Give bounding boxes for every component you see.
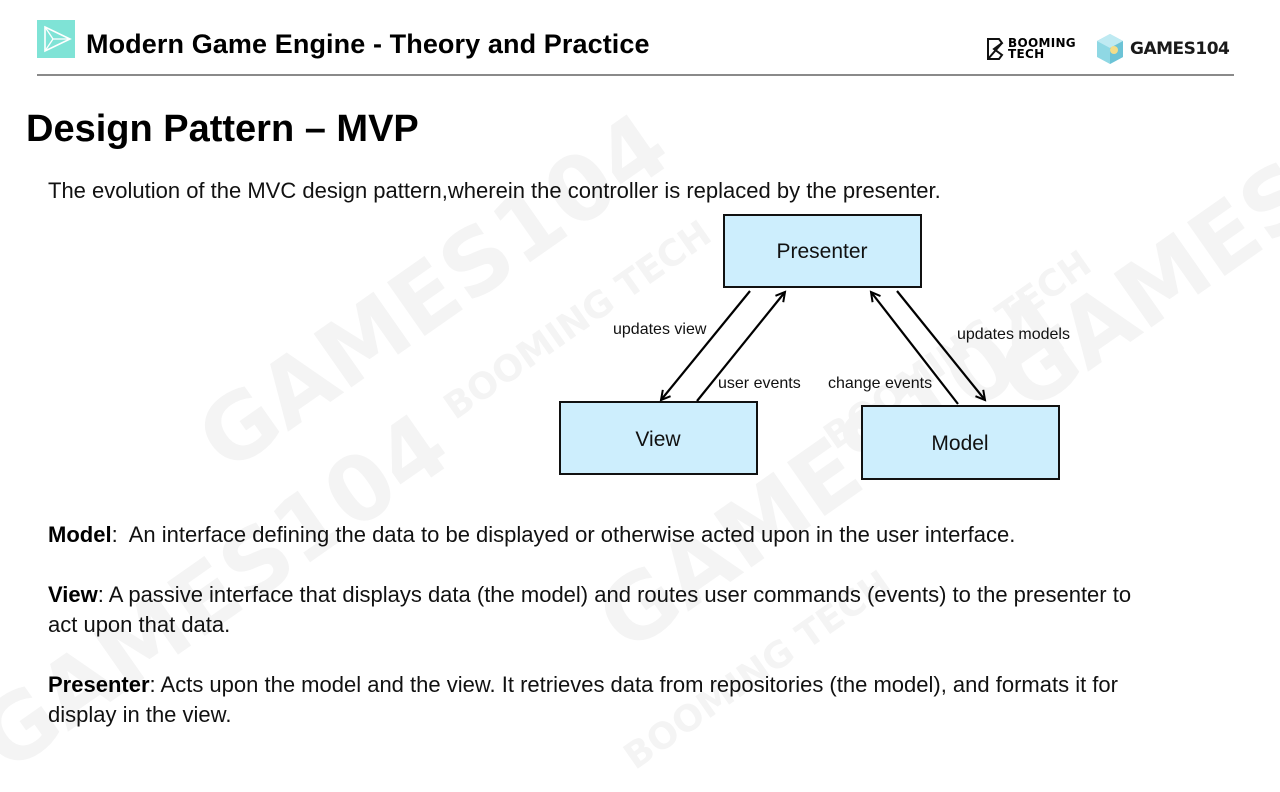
definition-model: Model: An interface defining the data to… [48,520,1188,550]
definition-presenter: Presenter: Acts upon the model and the v… [48,670,1128,730]
arrow-updates-view [661,290,751,400]
brand-booming-line2: TECH [1008,47,1045,61]
games104-logo: GAMES104 [1095,33,1230,65]
definition-term: Model [48,522,112,547]
definition-separator: : [111,522,129,547]
edge-label-updates-models: updates models [957,326,1070,343]
edge-label-user-events: user events [718,375,801,392]
slide-title: Design Pattern – MVP [26,108,419,150]
booming-tech-icon [987,38,1004,60]
course-title: Modern Game Engine - Theory and Practice [86,29,650,59]
arrow-updates-models [896,290,985,400]
arrow-user-events [696,292,785,402]
definition-term: View [48,582,98,607]
slide-subtitle: The evolution of the MVC design pattern,… [48,178,941,203]
play-triangle-icon [44,25,72,53]
course-logo [37,20,75,58]
definition-term: Presenter [48,672,150,697]
model-node: Model [861,405,1060,480]
presenter-node: Presenter [723,214,922,288]
view-label: View [635,428,681,451]
definition-text: An interface defining the data to be dis… [128,522,1016,547]
header-divider [37,74,1234,76]
definition-text: Acts upon the model and the view. It ret… [48,672,1118,727]
view-node: View [559,401,758,475]
model-label: Model [931,432,988,455]
edge-label-updates-view: updates view [613,321,707,338]
definition-text: A passive interface that displays data (… [48,582,1132,637]
definition-view: View: A passive interface that displays … [48,580,1148,640]
cube-icon [1097,34,1123,64]
booming-tech-logo: BOOMING TECH [985,37,1076,61]
arrow-change-events [871,292,959,405]
definition-separator: : [97,582,109,607]
edge-label-change-events: change events [828,375,932,392]
mvp-diagram: Presenter View Model updates view user e… [559,214,1070,480]
presenter-label: Presenter [776,240,867,263]
definition-separator: : [149,672,161,697]
brand-games-text: GAMES104 [1130,39,1230,59]
brand-booming-line1: BOOMING [1008,36,1076,50]
